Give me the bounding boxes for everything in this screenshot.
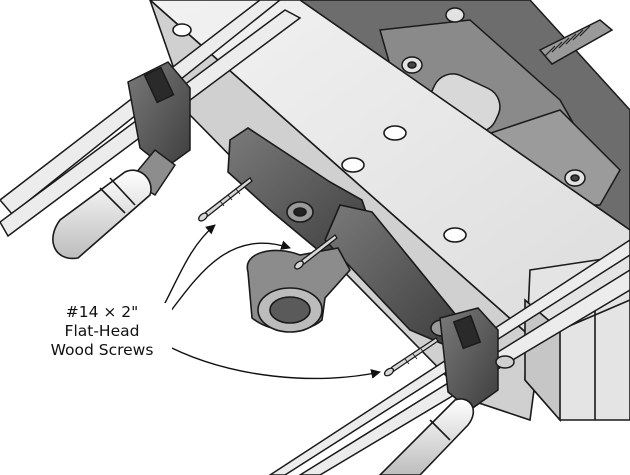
screw-icon	[383, 337, 439, 377]
callout-line-item: Wood Screws	[50, 341, 154, 359]
screw-icon	[294, 234, 338, 270]
callout-line-size: #14 × 2"	[65, 303, 139, 321]
handle-right	[378, 398, 474, 475]
knob-icon	[246, 247, 351, 333]
screw-icon	[198, 177, 253, 222]
screw-callout-label: #14 × 2" Flat-Head Wood Screws	[32, 303, 172, 360]
clamp-right	[439, 307, 515, 411]
handle-left	[52, 169, 152, 260]
callout-line-type: Flat-Head	[64, 322, 140, 340]
